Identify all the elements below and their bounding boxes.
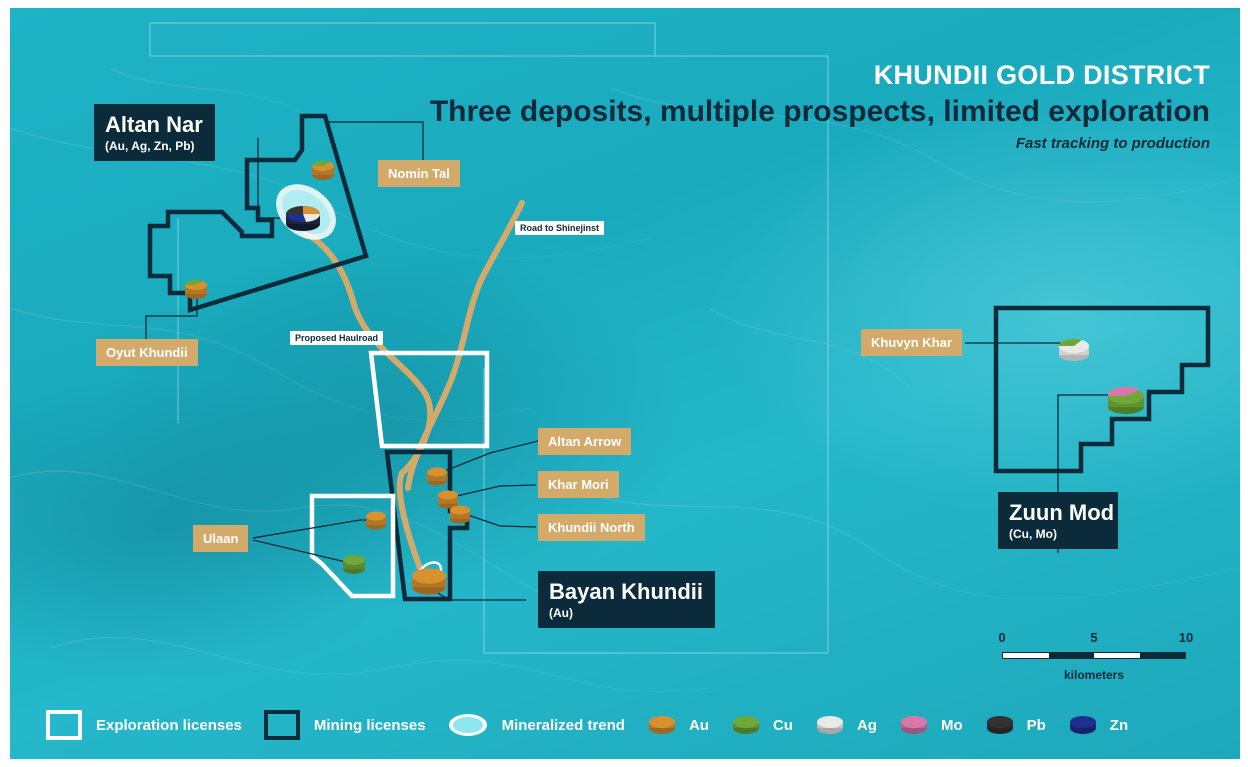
- mineral-swatch-ag: [816, 716, 843, 734]
- legend-mineral-cu: Cu: [731, 714, 793, 736]
- prospect-label-altan-arrow: Altan Arrow: [538, 428, 632, 455]
- proposed-haulroad: [303, 230, 434, 589]
- mining-license-bayan-khundii: [384, 449, 470, 602]
- deposit-label-bayan-khundii: Bayan Khundii (Au): [538, 571, 716, 628]
- prospect-label-khuvyn-khar: Khuvyn Khar: [861, 329, 962, 356]
- zuun-mod-pie: [1107, 386, 1144, 414]
- legend-mineral-label: Mo: [940, 716, 963, 734]
- legend: Exploration licenses Mining licenses Min…: [46, 710, 1150, 740]
- mining-license-zuun-mod: [993, 305, 1211, 474]
- deposit-marker-oyut-khundii: [184, 279, 207, 299]
- legend-mineral-ag: Ag: [815, 714, 877, 736]
- exploration-license-central: [368, 350, 490, 449]
- prospect-label-khundii-north: Khundii North: [538, 514, 645, 541]
- map-subtitle: Three deposits, multiple prospects, limi…: [429, 95, 1210, 128]
- legend-mineral-zn: Zn: [1068, 714, 1128, 736]
- mining-licenses: [147, 113, 1211, 602]
- terrain-texture: [10, 67, 1240, 693]
- mineral-swatch-pb: [986, 716, 1013, 734]
- deposit-markers: [184, 160, 470, 595]
- exploration-licenses: [309, 350, 490, 599]
- legend-mineral-label: Ag: [856, 716, 877, 734]
- prospect-label-khar-mori: Khar Mori: [538, 471, 619, 498]
- deposit-marker-ulaan-cu: [343, 555, 365, 574]
- legend-exploration: Exploration licenses: [46, 710, 242, 740]
- mining-license-altan-nar: [147, 113, 369, 314]
- legend-mineral-mo: Mo: [899, 714, 963, 736]
- legend-minerals: Au Cu Ag Mo Pb Zn: [647, 714, 1150, 736]
- prospect-label-ulaan: Ulaan: [193, 525, 249, 552]
- exploration-license-swatch: [46, 710, 82, 740]
- deposit-marker-khar-mori: [438, 490, 458, 509]
- mineral-swatch-mo: [900, 716, 927, 734]
- scale-bar: 0 5 10 kilometers: [998, 630, 1193, 682]
- deposit-marker-bayan-khundii: [412, 568, 446, 595]
- khuvyn-khar-pie: [1058, 338, 1089, 361]
- mineralized-trend-swatch: [448, 714, 487, 736]
- mining-license-swatch: [263, 710, 300, 740]
- map-title: KHUNDII GOLD DISTRICT: [873, 60, 1210, 90]
- legend-mineral-label: Zn: [1109, 716, 1129, 734]
- road-label-shinejinst: Road to Shinejinst: [515, 221, 605, 235]
- scale-tick-10: 10: [1178, 630, 1194, 645]
- mineral-swatch-cu: [732, 716, 759, 734]
- map-canvas: KHUNDII GOLD DISTRICT Three deposits, mu…: [10, 8, 1240, 759]
- deposit-marker-ulaan-au: [366, 511, 386, 530]
- scale-unit: kilometers: [1063, 668, 1125, 682]
- deposit-marker-nomin-tal: [311, 160, 334, 180]
- legend-mineral-label: Pb: [1026, 716, 1046, 734]
- road-to-shinejinst: [405, 200, 525, 491]
- legend-trend: Mineralized trend: [448, 712, 625, 738]
- deposit-label-altan-nar: Altan Nar (Au, Ag, Zn, Pb): [94, 104, 215, 161]
- scale-segments: [1002, 652, 1186, 659]
- map-overlay: [10, 22, 1240, 693]
- road-label-haulroad: Proposed Haulroad: [290, 331, 384, 345]
- scale-tick-0: 0: [998, 630, 1006, 645]
- mineral-swatch-zn: [1069, 716, 1096, 734]
- legend-mining: Mining licenses: [263, 710, 426, 740]
- legend-mineral-pb: Pb: [985, 714, 1046, 736]
- deposit-marker-altan-arrow: [427, 467, 447, 486]
- legend-mineral-label: Au: [688, 716, 709, 734]
- title-block: KHUNDII GOLD DISTRICT Three deposits, mu…: [430, 60, 1210, 152]
- legend-mineral-label: Cu: [772, 716, 793, 734]
- scale-ticks: 0 5 10: [998, 630, 1193, 648]
- mineral-swatch-au: [648, 716, 675, 734]
- prospect-label-nomin-tal: Nomin Tal: [378, 160, 460, 187]
- faint-frames: [149, 22, 829, 654]
- deposit-label-zuun-mod: Zuun Mod (Cu, Mo): [998, 492, 1118, 549]
- exploration-license-ulaan: [309, 493, 396, 599]
- legend-mineral-au: Au: [647, 714, 709, 736]
- scale-tick-5: 5: [1090, 630, 1098, 645]
- altan-nar-pie: [285, 206, 321, 231]
- deposit-marker-khundii-north: [450, 505, 470, 524]
- map-tagline: Fast tracking to production: [1015, 135, 1210, 152]
- prospect-label-oyut-khundii: Oyut Khundii: [96, 339, 198, 366]
- roads: [303, 200, 525, 589]
